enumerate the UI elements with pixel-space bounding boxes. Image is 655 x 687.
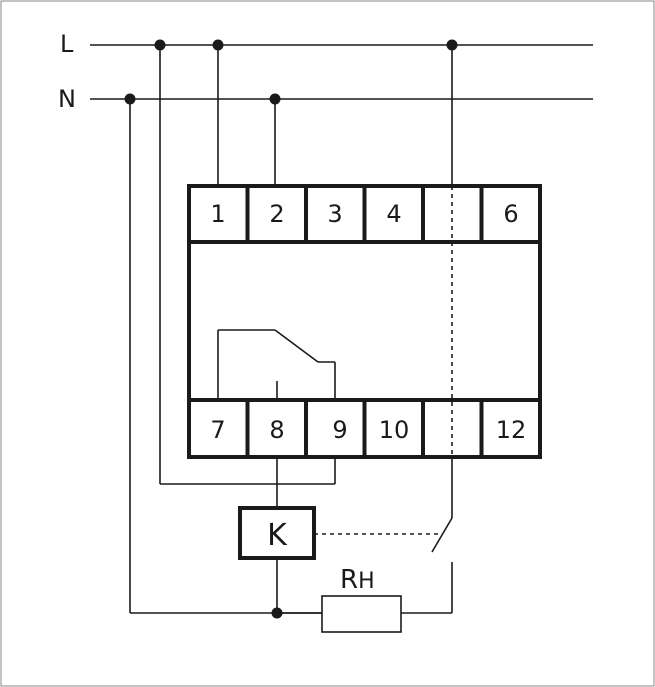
resistor-label-main: R (340, 565, 358, 595)
terminal-6: 6 (503, 200, 518, 228)
terminal-8: 8 (269, 416, 284, 444)
resistor-label-sub: H (358, 569, 375, 594)
junction-dot (446, 39, 458, 51)
terminal-9: 9 (332, 416, 347, 444)
rail-label-n: N (58, 85, 76, 113)
terminal-12: 12 (496, 416, 527, 444)
terminal-10: 10 (379, 416, 410, 444)
junction-dot (154, 39, 166, 51)
junction-dot (269, 93, 281, 105)
coil-label: K (267, 518, 288, 553)
terminal-1: 1 (210, 200, 225, 228)
junction-dot (212, 39, 224, 51)
resistor-label: RH (340, 565, 375, 595)
resistor-rh (321, 595, 402, 633)
rail-label-l: L (60, 30, 74, 58)
terminal-7: 7 (210, 416, 225, 444)
relay-contact-symbol (217, 329, 336, 400)
junction-dot (124, 93, 136, 105)
terminal-4: 4 (386, 200, 401, 228)
switch-contact (431, 517, 453, 553)
terminal-3: 3 (327, 200, 342, 228)
terminal-2: 2 (269, 200, 284, 228)
